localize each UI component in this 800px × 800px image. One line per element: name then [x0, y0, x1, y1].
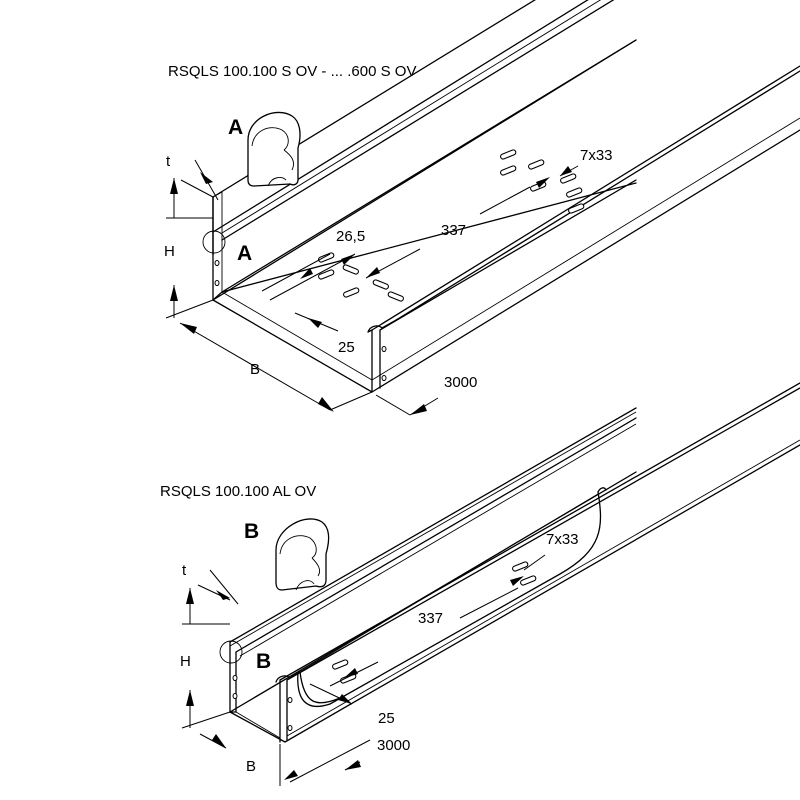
top-dim-offset: 25 [338, 339, 355, 356]
top-inner-floor-line [221, 117, 800, 381]
top-wall-hole [214, 280, 220, 286]
top-bottom-plate [212, 39, 800, 393]
bottom-dim-spacing: 337 [418, 610, 443, 627]
top-left-wall-inner [212, 0, 602, 292]
bottom-dim-h: H [180, 653, 191, 670]
bottom-wall-hole [232, 693, 238, 699]
top-wall-hole [214, 260, 220, 266]
bottom-dim-length: 3000 [377, 737, 410, 754]
bottom-detail-callout: B [256, 650, 271, 673]
bottom-detail-circle [219, 640, 243, 664]
top-detail-a-shape [247, 111, 301, 187]
top-right-wall [371, 65, 800, 393]
top-floor-inner-ridge [221, 179, 637, 331]
bottom-dim-offset: 25 [378, 710, 395, 727]
top-right-wall-rim [367, 317, 401, 333]
bottom-wall-hole [232, 675, 238, 681]
top-title: RSQLS 100.100 S OV - ... .600 S OV [168, 63, 416, 80]
top-flange [212, 0, 615, 241]
top-detail-label: A [228, 116, 243, 139]
top-right-wall-hole [381, 375, 387, 381]
top-dim-h: H [164, 243, 175, 260]
bottom-title: RSQLS 100.100 AL OV [160, 483, 316, 500]
top-dim-slot: 7x33 [580, 147, 613, 164]
top-slots-far [500, 149, 585, 214]
top-detail-callout: A [237, 242, 252, 265]
bottom-slots [332, 561, 537, 684]
bottom-dim-t: t [182, 562, 187, 579]
top-slots-near [318, 252, 404, 302]
top-right-wall-hole [381, 346, 387, 352]
bottom-tray [219, 382, 800, 743]
top-dim-t: t [166, 153, 171, 170]
top-dimensions [165, 159, 579, 416]
bottom-detail-label: B [244, 520, 259, 543]
bottom-right-wall-hole [287, 725, 293, 731]
top-tray [202, 0, 800, 393]
bottom-left-wall-top [229, 407, 637, 653]
bottom-right-wall [279, 382, 800, 743]
top-dim-pitch: 26,5 [336, 228, 365, 245]
bottom-inner-curve [297, 491, 602, 708]
bottom-right-wall-hole [287, 697, 293, 703]
top-dim-spacing: 337 [441, 222, 466, 239]
bottom-dim-slot: 7x33 [546, 531, 579, 548]
top-dim-b: B [250, 361, 260, 378]
top-dim-length: 3000 [444, 374, 477, 391]
bottom-dim-b: B [246, 758, 256, 775]
bottom-detail-b-shape [275, 518, 330, 591]
bottom-bottom-plate [229, 444, 800, 743]
top-detail-circle [202, 230, 226, 254]
bottom-dimensions [181, 554, 546, 786]
